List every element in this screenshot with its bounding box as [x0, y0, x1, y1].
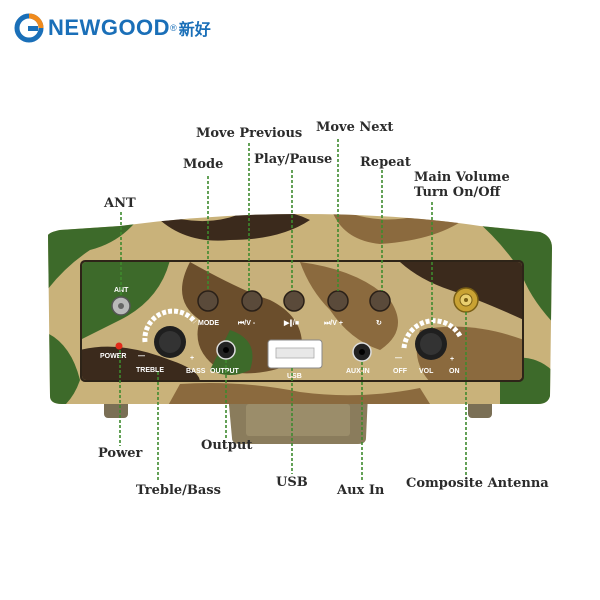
- panel-plus-right: +: [450, 356, 454, 363]
- prev-button[interactable]: [241, 290, 263, 312]
- brand-registered: ®: [170, 23, 177, 33]
- label-output: Output: [201, 438, 253, 453]
- panel-ant-label: ANT: [114, 287, 129, 294]
- label-ant: ANT: [104, 196, 136, 211]
- treble-bass-knob[interactable]: [142, 308, 197, 358]
- panel-off-label: OFF: [393, 368, 408, 375]
- label-mode: Mode: [183, 157, 224, 172]
- power-led: [115, 342, 123, 350]
- newgood-logo-icon: [14, 13, 44, 43]
- panel-plus-left: +: [190, 355, 194, 362]
- panel-next-label: ⏭/V +: [324, 320, 343, 327]
- panel-minus-left: —: [138, 353, 145, 360]
- panel-treble-label: TREBLE: [136, 367, 164, 374]
- label-play-pause: Play/Pause: [254, 152, 333, 167]
- panel-minus-right: —: [395, 355, 402, 362]
- front-panel: [82, 262, 522, 380]
- label-main-volume: Main Volume: [414, 170, 510, 185]
- volume-knob[interactable]: [401, 318, 463, 360]
- brand-chinese: 新好: [178, 20, 211, 39]
- panel-aux-label: AUX IN: [346, 368, 370, 375]
- label-usb: USB: [276, 475, 308, 490]
- usb-port[interactable]: [267, 339, 323, 369]
- panel-prev-label: ⏮/V -: [238, 320, 256, 327]
- panel-power-label: POWER: [100, 353, 126, 360]
- next-button[interactable]: [327, 290, 349, 312]
- label-composite-antenna: Composite Antenna: [406, 476, 549, 491]
- leader-lines: [119, 139, 467, 482]
- panel-on-label: ON: [449, 368, 460, 375]
- label-move-next: Move Next: [316, 120, 394, 135]
- panel-play-label: ▶∥/■: [283, 319, 299, 327]
- label-power: Power: [98, 446, 143, 461]
- repeat-button[interactable]: [369, 290, 391, 312]
- brand-name: NEWGOOD: [48, 15, 171, 40]
- panel-usb-label: USB: [287, 373, 302, 380]
- composite-antenna-connector[interactable]: [453, 287, 479, 313]
- label-aux-in: Aux In: [337, 483, 385, 498]
- panel-repeat-label: ↻: [376, 320, 382, 327]
- mode-button[interactable]: [197, 290, 219, 312]
- panel-bass-label: BASS: [186, 368, 206, 375]
- label-move-previous: Move Previous: [196, 126, 303, 141]
- panel-mode-label: MODE: [198, 320, 219, 327]
- panel-vol-label: VOL: [419, 368, 434, 375]
- brand-logo: NEWGOOD ® 新好: [14, 10, 211, 46]
- play-pause-button[interactable]: [283, 290, 305, 312]
- panel-output-label: OUTPUT: [210, 368, 240, 375]
- label-turn-on-off: Turn On/Off: [414, 185, 501, 200]
- label-treble-bass: Treble/Bass: [136, 483, 221, 498]
- label-repeat: Repeat: [360, 155, 411, 170]
